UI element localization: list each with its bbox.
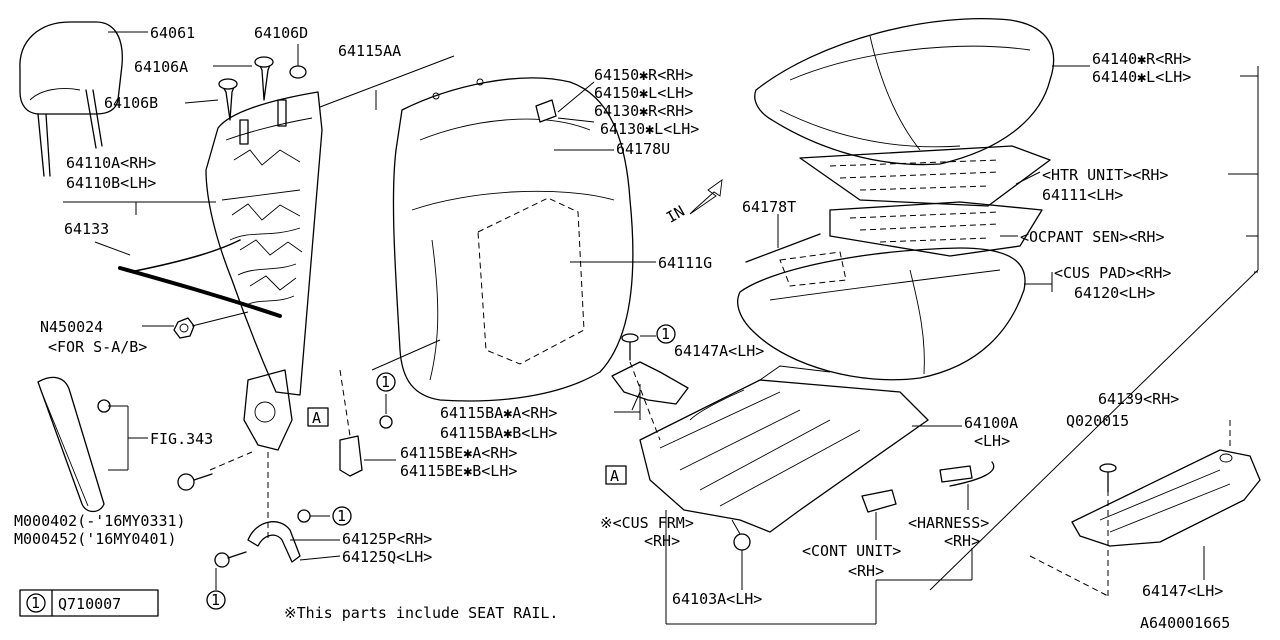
label-64111: 64111<LH> (1042, 186, 1123, 204)
label-64111G: 64111G (658, 254, 712, 272)
callout-1 (656, 324, 676, 344)
reference-box-a-lower: A (605, 465, 627, 485)
label-64100A-lh: <LH> (974, 432, 1010, 450)
label-64106B: 64106B (104, 94, 158, 112)
nut-n450024 (173, 317, 195, 339)
headrest (19, 21, 123, 177)
headrest-guides (218, 56, 307, 121)
label-cont-unit-rh: <RH> (848, 562, 884, 580)
reference-a-lower-text: A (610, 467, 619, 485)
callout-1 (206, 590, 226, 610)
legend-number: 1 (31, 594, 40, 612)
label-64125P: 64125P<RH> (342, 530, 432, 548)
bolt-64125 (214, 551, 247, 568)
label-64139: 64139<RH> (1098, 390, 1179, 408)
label-fig343: FIG.343 (150, 430, 213, 448)
footnote-seat-rail: ※This parts include SEAT RAIL. (284, 604, 558, 622)
callout-1-text: 1 (337, 507, 346, 525)
label-64125Q: 64125Q<LH> (342, 548, 432, 566)
legend-part-number: Q710007 (58, 595, 121, 613)
screw-cus-frame (621, 333, 639, 361)
label-cont-unit: <CONT UNIT> (802, 542, 901, 560)
label-n450024: N450024 (40, 318, 103, 336)
label-64061: 64061 (150, 24, 195, 42)
label-64115AA: 64115AA (338, 42, 401, 60)
label-64115BE-B: 64115BE✱B<LH> (400, 462, 517, 480)
label-64110A: 64110A<RH> (66, 154, 156, 172)
diagram-id: A640001665 (1140, 614, 1230, 632)
callout-1 (376, 372, 396, 392)
label-64130R: 64130✱R<RH> (594, 102, 693, 120)
cushion-frame (611, 361, 995, 551)
callout-1-text: 1 (381, 373, 390, 391)
label-64178T: 64178T (742, 198, 796, 216)
belt-bracket-64125 (247, 521, 301, 563)
label-64130L: 64130✱L<LH> (600, 120, 699, 138)
label-64147A: 64147A<LH> (674, 342, 764, 360)
label-64115BA-A: 64115BA✱A<RH> (440, 404, 557, 422)
label-64106A: 64106A (134, 58, 188, 76)
label-64140L: 64140✱L<LH> (1092, 68, 1191, 86)
reference-box-a-upper: A (307, 407, 329, 427)
label-ocpant-sen: <OCPANT SEN><RH> (1020, 228, 1165, 246)
cushion-cover (754, 17, 1055, 166)
callout-1 (332, 506, 352, 526)
seat-back-frame (118, 91, 323, 451)
label-64140R: 64140✱R<RH> (1092, 50, 1191, 68)
nut-right (297, 509, 311, 523)
side-airbag-module (37, 376, 111, 513)
label-for-sab: <FOR S-A/B> (48, 338, 147, 356)
legend-box: 1 Q710007 (19, 589, 159, 617)
occupant-sensor (829, 201, 1043, 257)
label-m000402: M000402(-'16MY0331) (14, 512, 186, 530)
label-64120: 64120<LH> (1074, 284, 1155, 302)
in-direction-arrow (689, 179, 723, 215)
label-64133: 64133 (64, 220, 109, 238)
label-64115BA-B: 64115BA✱B<LH> (440, 424, 557, 442)
label-64103A: 64103A<LH> (672, 590, 762, 608)
label-harness: <HARNESS> (908, 514, 989, 532)
screw-q020015 (1099, 463, 1117, 493)
label-cus-frm-rh: <RH> (644, 532, 680, 550)
seat-back-cover (392, 77, 634, 402)
label-64150L: 64150✱L<LH> (594, 84, 693, 102)
callout-1-group: 1 1 1 1 (206, 324, 676, 610)
bolt-lower-left (177, 473, 213, 491)
bracket-64115BE (339, 415, 393, 477)
callout-1-text: 1 (661, 325, 670, 343)
label-64106D: 64106D (254, 24, 308, 42)
label-q020015: Q020015 (1066, 412, 1129, 430)
label-64110B: 64110B<LH> (66, 174, 156, 192)
callout-1-text: 1 (211, 591, 220, 609)
side-cover-64147 (1071, 449, 1261, 547)
in-arrow-label: IN (663, 202, 688, 227)
label-64178U: 64178U (616, 140, 670, 158)
label-64150R: 64150✱R<RH> (594, 66, 693, 84)
label-htr-unit: <HTR UNIT><RH> (1042, 166, 1168, 184)
reference-a-upper-text: A (312, 409, 321, 427)
label-harness-rh: <RH> (944, 532, 980, 550)
label-64100A: 64100A (964, 414, 1018, 432)
cushion-pad (737, 247, 1026, 381)
heater-unit (799, 145, 1051, 207)
label-cus-frm: ※<CUS FRM> (600, 514, 694, 532)
label-64147: 64147<LH> (1142, 582, 1223, 600)
label-m000452: M000452('16MY0401) (14, 530, 177, 548)
label-cus-pad: <CUS PAD><RH> (1054, 264, 1171, 282)
label-64115BE-A: 64115BE✱A<RH> (400, 444, 517, 462)
